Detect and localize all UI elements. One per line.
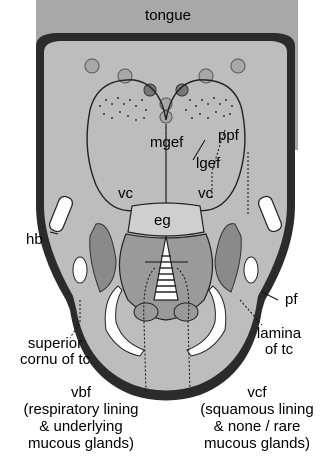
label-vcf-note3: mucous glands): [200, 435, 313, 452]
label-lamina-line2: of tc: [257, 342, 301, 358]
superior-cornu-left: [73, 257, 87, 283]
label-lamina: lamina of tc: [257, 326, 301, 358]
label-vc-right: vc: [198, 186, 213, 202]
label-eg: eg: [154, 213, 171, 229]
label-lamina-line1: lamina: [257, 326, 301, 342]
papilla: [231, 59, 245, 73]
papilla: [85, 59, 99, 73]
label-vcf: vcf: [200, 384, 313, 401]
label-tongue: tongue: [145, 8, 191, 24]
label-pf: pf: [285, 292, 298, 308]
arytenoid-left: [134, 303, 158, 321]
label-vcf-note1: (squamous lining: [200, 401, 313, 418]
label-vbf-note1: (respiratory lining: [23, 401, 138, 418]
label-vcf-note2: & none / rare: [200, 418, 313, 435]
label-vbf-note3: mucous glands): [23, 435, 138, 452]
label-vc-left: vc: [118, 186, 133, 202]
label-hb: hb: [26, 232, 43, 248]
label-ppf: ppf: [218, 128, 239, 144]
label-lgef: lgef: [196, 156, 220, 172]
label-mgef: mgef: [150, 135, 183, 151]
arytenoid-right: [174, 303, 198, 321]
superior-cornu-right: [244, 257, 258, 283]
label-vbf: vbf: [23, 384, 138, 401]
label-superior-cornu-line1: superior: [20, 336, 90, 352]
label-vbf-note2: & underlying: [23, 418, 138, 435]
label-vcf-block: vcf (squamous lining & none / rare mucou…: [200, 384, 313, 452]
label-superior-cornu-line2: cornu of tc: [20, 352, 90, 368]
label-vbf-block: vbf (respiratory lining & underlying muc…: [23, 384, 138, 452]
label-superior-cornu: superior cornu of tc: [20, 336, 90, 368]
